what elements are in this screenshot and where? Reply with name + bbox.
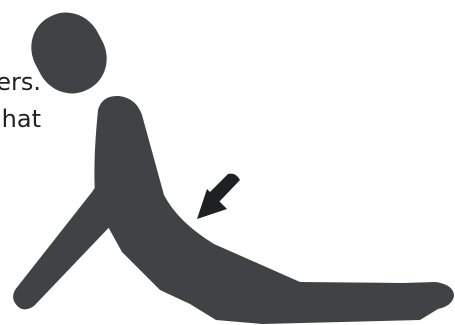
- figure-head: [19, 0, 119, 105]
- lower-back-arrow-icon: [197, 174, 240, 219]
- figure-body: [94, 96, 454, 324]
